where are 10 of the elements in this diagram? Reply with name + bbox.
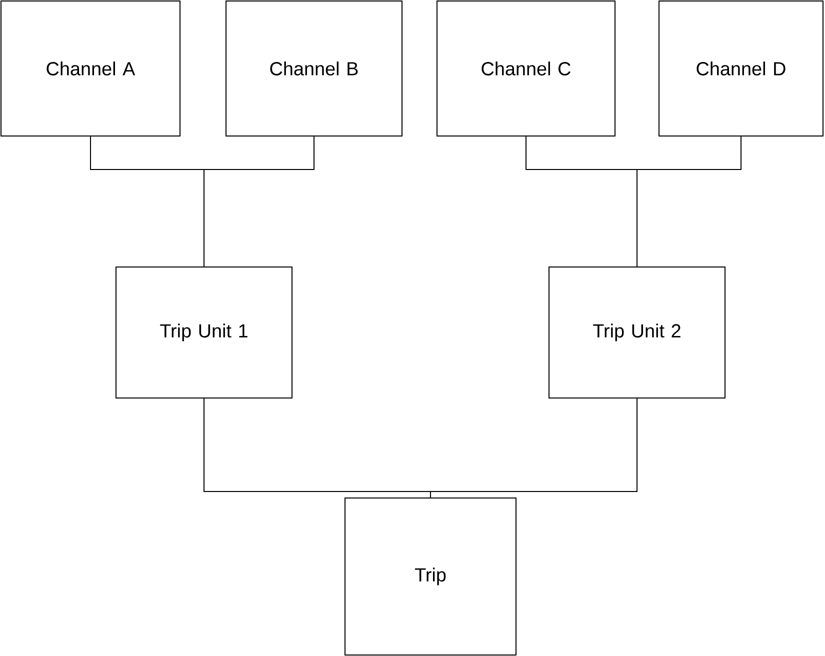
process-box: Channel D xyxy=(658,0,824,136)
process-box: Trip xyxy=(344,498,516,656)
connector-line xyxy=(430,398,638,498)
connector-line xyxy=(204,136,314,267)
process-box: Channel A xyxy=(0,0,180,136)
process-box: Trip Unit 1 xyxy=(116,266,292,398)
connector-line xyxy=(636,136,742,267)
process-box: Channel B xyxy=(226,0,402,136)
process-box: Channel C xyxy=(436,0,616,136)
process-box: Trip Unit 2 xyxy=(548,266,726,398)
